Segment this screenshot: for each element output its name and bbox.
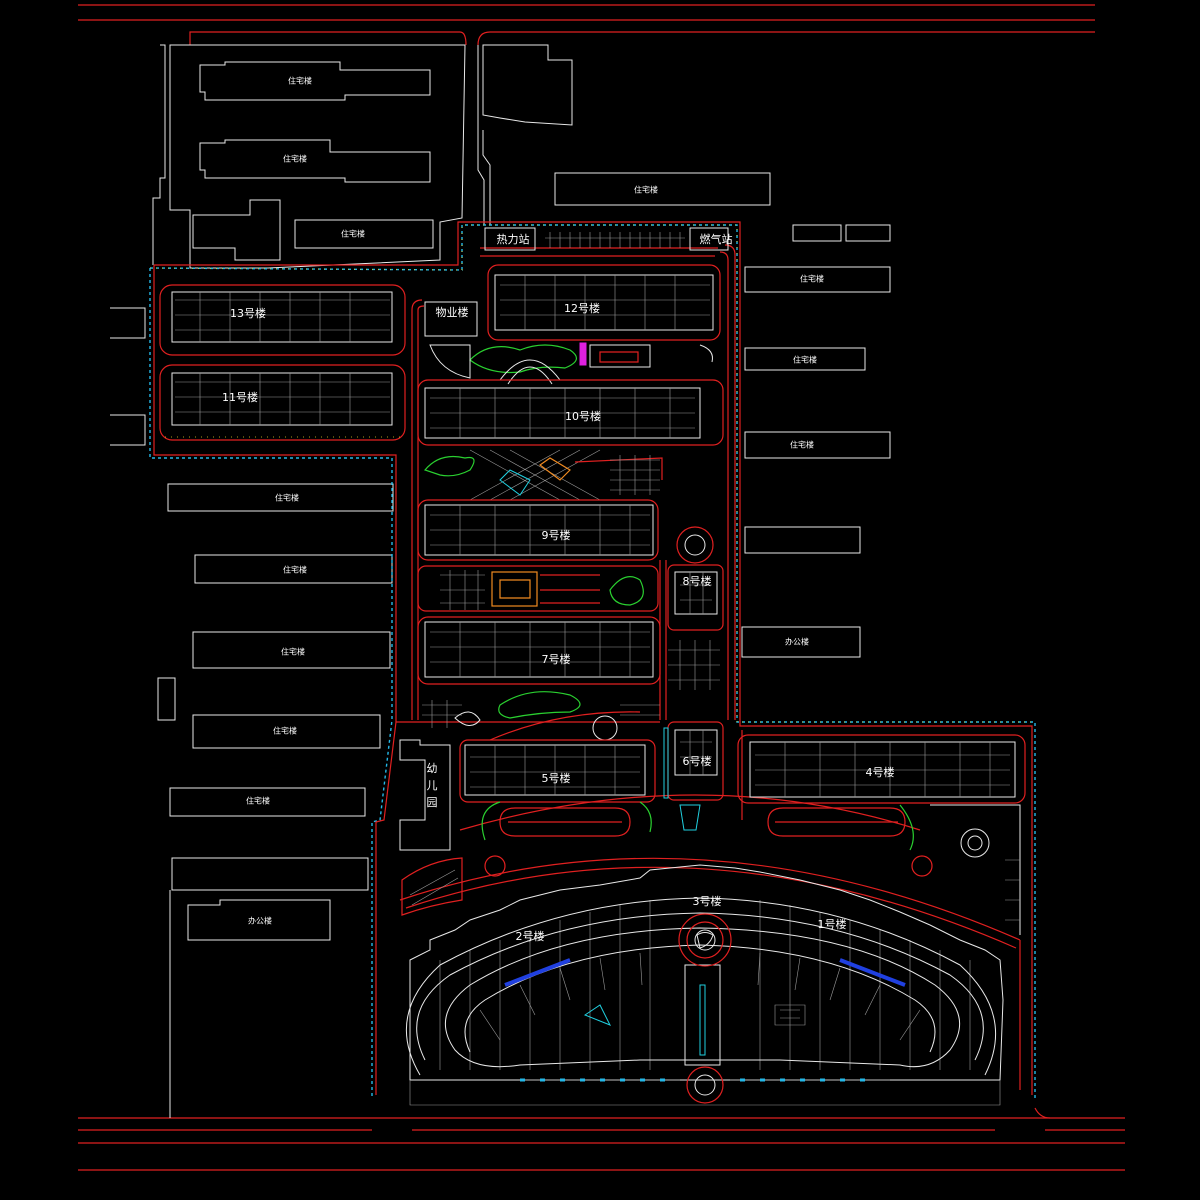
label-building-9: 9号楼	[542, 528, 571, 542]
garden-7-9	[417, 565, 659, 612]
label-office-1: 办公楼	[785, 637, 809, 647]
label-residential-2: 住宅楼	[283, 154, 307, 164]
landscape-north	[429, 342, 713, 385]
label-residential-5: 住宅楼	[800, 274, 824, 284]
label-residential-12: 住宅楼	[246, 796, 270, 806]
plan-labels: 住宅楼 住宅楼 住宅楼 住宅楼 住宅楼 住宅楼 住宅楼 住宅楼 住宅楼 住宅楼 …	[222, 76, 895, 944]
building-13-block	[159, 284, 406, 356]
label-building-2: 2号楼	[516, 929, 545, 943]
label-gas-station: 燃气站	[700, 232, 733, 246]
kindergarten-block	[399, 739, 463, 916]
label-residential-7: 住宅楼	[790, 440, 814, 450]
building-7-block	[417, 616, 720, 690]
building-12-block	[487, 264, 721, 341]
label-building-3: 3号楼	[693, 894, 722, 908]
context-west	[110, 307, 394, 1118]
label-building-5: 5号楼	[542, 771, 571, 785]
label-residential-4: 住宅楼	[634, 185, 658, 195]
label-heating-station: 热力站	[497, 232, 530, 246]
context-north-west	[152, 44, 466, 269]
label-residential-6: 住宅楼	[793, 355, 817, 365]
label-building-4: 4号楼	[866, 765, 895, 779]
label-residential-8: 住宅楼	[275, 493, 299, 503]
label-residential-11: 住宅楼	[273, 726, 297, 736]
garden-5-7	[422, 691, 660, 741]
property-building-block	[424, 301, 478, 337]
label-residential-1: 住宅楼	[288, 76, 312, 86]
label-building-12: 12号楼	[564, 301, 600, 315]
label-residential-9: 住宅楼	[283, 565, 307, 575]
building-9-block	[417, 499, 714, 564]
building-6-block	[663, 721, 724, 831]
label-residential-3: 住宅楼	[341, 229, 365, 239]
context-north-center	[477, 44, 771, 225]
top-road-lines	[78, 4, 1095, 46]
label-kindergarten-1: 幼	[427, 762, 438, 775]
label-office-2: 办公楼	[248, 916, 272, 926]
building-11-block	[159, 364, 406, 441]
label-kindergarten-2: 儿	[427, 779, 438, 792]
label-residential-10: 住宅楼	[281, 647, 305, 657]
arc-complex-1-2-3	[405, 864, 1004, 1106]
station-strip	[484, 227, 729, 251]
label-building-6: 6号楼	[683, 754, 712, 768]
context-east	[741, 224, 891, 658]
label-building-7: 7号楼	[542, 652, 571, 666]
label-building-1: 1号楼	[818, 917, 847, 931]
site-boundary	[149, 221, 1036, 1100]
label-building-8: 8号楼	[683, 574, 712, 588]
label-kindergarten-3: 园	[427, 796, 438, 809]
building-8-block	[667, 564, 724, 631]
bottom-road-lines	[78, 1107, 1125, 1171]
building-5-block	[459, 739, 656, 803]
label-building-11: 11号楼	[222, 390, 258, 404]
building-10-block	[417, 379, 724, 446]
label-building-10: 10号楼	[565, 409, 601, 423]
label-building-13: 13号楼	[230, 306, 266, 320]
south-landscape-strips	[481, 801, 1021, 935]
building-4-block	[737, 734, 1026, 804]
plaza-9-10	[423, 449, 663, 501]
label-property-building: 物业楼	[436, 305, 469, 319]
